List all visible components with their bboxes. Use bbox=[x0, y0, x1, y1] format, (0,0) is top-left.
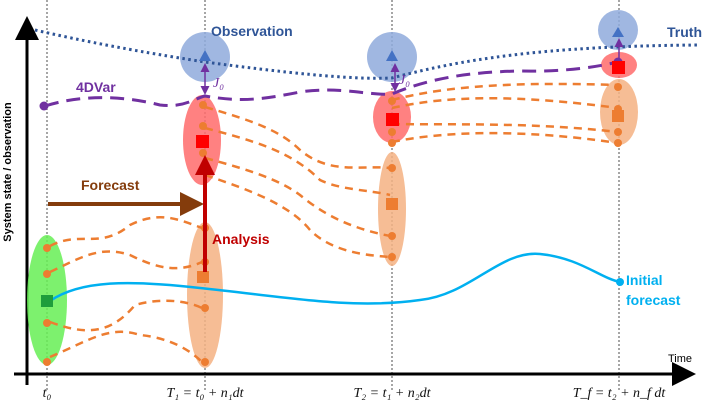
ensemble-member-dot bbox=[388, 97, 396, 105]
tick-label-t1: T₁ = t₀ + n₁dt bbox=[166, 386, 244, 401]
observation-triangle-t1 bbox=[199, 50, 211, 61]
initial-forecast-label-2: forecast bbox=[626, 292, 681, 308]
ensemble-member-dot bbox=[388, 139, 396, 147]
ensemble-member-dot bbox=[388, 232, 396, 240]
ensemble-trajectory bbox=[204, 173, 391, 259]
ensemble-trajectory bbox=[49, 299, 203, 332]
ensemble-member-dot bbox=[388, 128, 396, 136]
ensemble-trajectory bbox=[391, 122, 619, 134]
ensemble-member-dot bbox=[199, 101, 207, 109]
ensemble-trajectory bbox=[49, 330, 203, 363]
ensemble-mean-t2 bbox=[386, 198, 398, 210]
tick-label-tf: T_f = t₂ + n_f dt bbox=[573, 386, 667, 401]
ensemble-trajectories bbox=[49, 82, 619, 363]
ensemble-trajectory bbox=[49, 216, 203, 248]
j0-label-t1: J₀ bbox=[213, 76, 224, 91]
ensemble-member-dot bbox=[388, 164, 396, 172]
truth-label: Truth bbox=[667, 24, 702, 40]
tick-label-t0: t₀ bbox=[43, 386, 52, 401]
ensemble-trajectory bbox=[391, 97, 619, 110]
forecast-ensemble-ellipse-t1 bbox=[187, 222, 223, 368]
ensemble-member-dot bbox=[43, 319, 51, 327]
initial-state-marker bbox=[41, 295, 53, 307]
tick-label-t2: T₂ = t₁ + n₂dt bbox=[353, 386, 431, 401]
ensemble-member-dot bbox=[388, 253, 396, 261]
observation-label: Observation bbox=[211, 23, 293, 39]
ensemble-trajectory bbox=[391, 131, 619, 145]
ensemble-mean-tf bbox=[612, 110, 624, 122]
initial-forecast-label-1: Initial bbox=[626, 272, 663, 288]
analysis-marker-t1 bbox=[196, 135, 209, 148]
truth-curve bbox=[34, 28, 701, 80]
ensemble-trajectory bbox=[204, 156, 391, 238]
ensemble-trajectory bbox=[391, 82, 619, 102]
4dvar-curve bbox=[44, 60, 619, 108]
ensemble-member-dot bbox=[614, 128, 622, 136]
ensemble-member-dot bbox=[43, 244, 51, 252]
ensemble-trajectory bbox=[204, 105, 391, 170]
ensemble-member-dot bbox=[201, 358, 209, 366]
forecast-label: Forecast bbox=[81, 177, 140, 193]
ensemble-member-dot bbox=[614, 83, 622, 91]
ensemble-member-dot bbox=[199, 149, 207, 157]
ensemble-member-dot bbox=[199, 122, 207, 130]
4dvar-label: 4DVar bbox=[76, 79, 116, 95]
initial-forecast-curve bbox=[49, 252, 621, 305]
j0-label-t2: J₀ bbox=[399, 73, 410, 88]
initial-forecast-end-dot bbox=[616, 278, 624, 286]
ensemble-mean-t1 bbox=[197, 271, 209, 283]
analysis-label: Analysis bbox=[212, 231, 270, 247]
ensemble-member-dot bbox=[614, 139, 622, 147]
analysis-marker-tf bbox=[612, 61, 625, 74]
x-axis-label: Time bbox=[668, 353, 692, 365]
ensemble-members bbox=[43, 83, 624, 366]
y-axis-label: System state / observation bbox=[2, 102, 14, 242]
ensemble-trajectory bbox=[204, 126, 391, 197]
observation-triangle-tf bbox=[612, 27, 624, 37]
ensemble-member-dot bbox=[43, 358, 51, 366]
ensemble-member-dot bbox=[201, 304, 209, 312]
observation-triangle-t2 bbox=[386, 50, 398, 61]
4dvar-start-dot bbox=[39, 101, 49, 111]
analysis-marker-t2 bbox=[386, 113, 399, 126]
ensemble-trajectory bbox=[49, 250, 203, 274]
ensemble-member-dot bbox=[43, 270, 51, 278]
